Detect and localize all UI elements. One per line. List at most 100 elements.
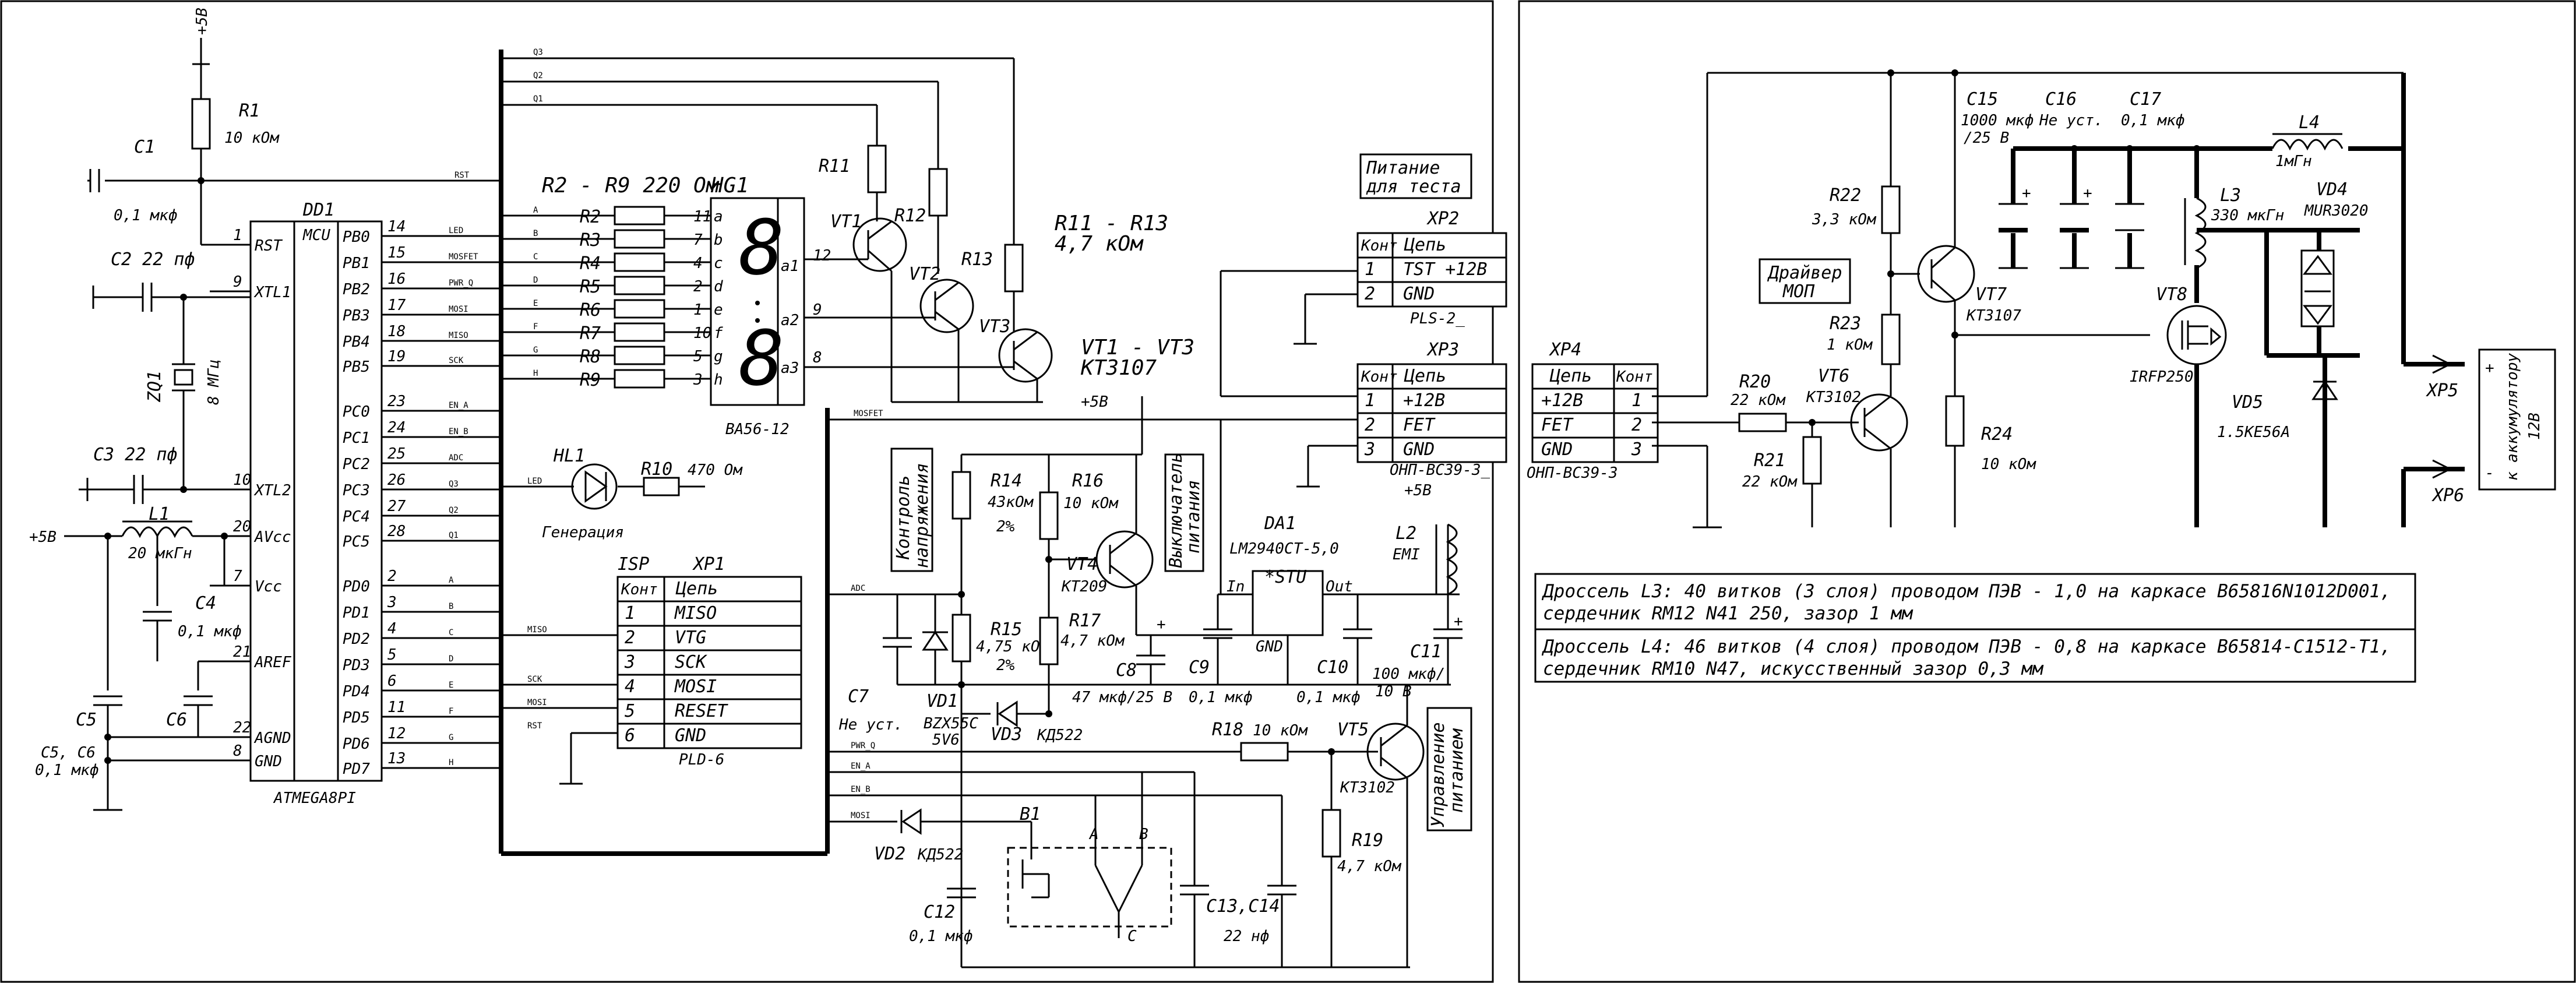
l1-value: 20 мкГн [128, 545, 192, 562]
mcu-right-pin-name: PD0 [343, 578, 370, 596]
c4-capacitor: C4 0,1 мкф [143, 536, 242, 661]
vt1-transistor: VT1 [804, 212, 907, 402]
hg1-seg-name: a [714, 208, 723, 226]
r1-label: R1 [239, 101, 260, 121]
mcu-right-pin-name: PC2 [343, 456, 370, 473]
mcu-right-pin-net: C [449, 628, 453, 637]
array-resistor [614, 369, 665, 389]
array-resistor [614, 346, 665, 365]
c10-value: 0,1 мкф [1296, 689, 1361, 706]
xp1-cell: VTG [675, 628, 706, 648]
c10-label: C10 [1317, 657, 1348, 678]
c2-label: C2 22 пф [111, 249, 195, 270]
mcu-right-pin-num: 4 [387, 620, 397, 637]
r19-label: R19 [1352, 830, 1383, 851]
xp4-cell: 3 [1631, 439, 1642, 460]
net-q3: Q3 [533, 48, 543, 57]
mcu-right-pin-num: 17 [387, 297, 406, 314]
l4-value: 1мГн [2275, 153, 2312, 170]
r22-label: R22 [1830, 185, 1861, 206]
vt2-label: VT2 [909, 264, 940, 284]
mcu-left-pin-name: AVcc [253, 529, 291, 546]
r12-label: R12 [894, 206, 926, 226]
hg1-anode-name: a1 [781, 258, 799, 275]
mcu-right-pin-name: PB5 [343, 358, 370, 376]
vt7-driver: R22 3,3 кОм R23 1 кОм VT7 KT3107 R24 10 … [1812, 69, 2150, 527]
c8-value: 47 мкф/25 В [1072, 689, 1172, 706]
hg1-seg-pin: 1 [693, 301, 703, 319]
c1314-value: 22 нф [1224, 928, 1269, 945]
mcu-right-pin-net: D [449, 654, 453, 664]
mcu-right-pin-net: EN_A [449, 401, 468, 410]
mcu-right-pin-num: 16 [387, 270, 406, 288]
array-resistor [614, 229, 665, 249]
xp3-part: ОНП-ВС39-3_ [1390, 461, 1490, 479]
mcu-ref: DD1 [302, 200, 334, 220]
left-panel-frame [0, 0, 1494, 983]
hg1-seg-pin: 7 [693, 231, 703, 249]
array-resistor-label: R7 [580, 323, 601, 344]
vd4-value: MUR3020 [2304, 202, 2369, 220]
r10-label: R10 [641, 459, 672, 480]
array-resistor-label: R5 [580, 277, 601, 297]
hg1-part: BA56-12 [725, 421, 790, 438]
mcu-right-pin-num: 24 [387, 419, 406, 436]
r18-value: 10 кОм [1253, 722, 1308, 739]
c7-value: Не уст. [838, 716, 903, 734]
c7-label: C7 [848, 686, 869, 707]
xp1-header-1: Конт [621, 581, 658, 598]
xp2-header-1: Конт [1361, 237, 1398, 255]
driver-label-1: Драйвер [1767, 263, 1842, 283]
mcu-right-pin-net: H [449, 758, 453, 767]
note2-line2: сердечник RM10 N47, искусственный зазор … [1543, 658, 2044, 679]
hg1-seg-pin: 5 [693, 348, 703, 365]
enc-c: C [1127, 928, 1137, 945]
vt3-transistor: VT3 +5В VT1 - VT3 KT3107 [804, 316, 1194, 411]
xp1-cell: 1 [625, 603, 635, 623]
sw-label-2: питания [1183, 480, 1204, 554]
c17-value: 0,1 мкф [2121, 112, 2185, 129]
mcu-left-pin-num: 1 [233, 227, 242, 244]
xp3-cell: +12В [1403, 390, 1445, 411]
xp1-label: XP1 [692, 554, 725, 575]
c9-value: 0,1 мкф [1189, 689, 1253, 706]
mcu-right-pin-name: PD6 [343, 735, 370, 753]
xp1-header-2: Цепь [675, 579, 718, 599]
vt5-label: VT5 [1337, 720, 1369, 740]
mcu-right-pin-net: Q1 [449, 531, 459, 540]
ctl-label-1: Контроль [893, 475, 914, 561]
hg1-seg-pin: 4 [693, 255, 703, 272]
xp1-cell: MOSI [674, 677, 717, 697]
mcu-right-pin-num: 25 [387, 445, 406, 463]
r20-label: R20 [1739, 372, 1771, 392]
mcu-right-pin-num: 11 [387, 699, 406, 716]
vd2-label: VD2 [874, 844, 905, 864]
c8-label: C8 [1116, 660, 1137, 681]
svg-text:+: + [2022, 185, 2031, 202]
hg1-seg-name: e [714, 301, 723, 319]
mcu-right-pin-name: PC1 [343, 429, 370, 447]
c5-label: C5 [76, 710, 97, 730]
svg-text:8: 8 [739, 203, 784, 292]
l2-label: L2 [1396, 523, 1416, 544]
c1-capacitor: C1 0,1 мкф [87, 137, 178, 224]
r15-tol: 2% [996, 657, 1015, 674]
svg-text:+: + [1157, 616, 1166, 633]
hg1-anode-name: a2 [781, 312, 799, 329]
xp2-header-2: Цепь [1404, 235, 1446, 255]
c56-value: 0,1 мкф [35, 762, 99, 779]
vt1-label: VT1 [830, 212, 862, 232]
vd1-label: VD1 [926, 691, 958, 711]
isp-label: ISP [618, 554, 649, 575]
r17-value: 4,7 кОм [1060, 632, 1125, 650]
vt13-value: KT3107 [1080, 356, 1157, 380]
da1-value: LM2940CT-5,0 [1229, 540, 1339, 558]
ctl-label-2: напряжения [912, 463, 932, 568]
mcu-right-pin-num: 28 [387, 523, 406, 540]
hg1-seg-name: c [714, 255, 723, 272]
note1-line1: Дроссель L3: 40 витков (3 слоя) проводом… [1541, 581, 2391, 602]
net-pwrq: PWR_Q [851, 741, 875, 751]
l1-inductor: +5В L1 20 мкГн [29, 504, 251, 587]
